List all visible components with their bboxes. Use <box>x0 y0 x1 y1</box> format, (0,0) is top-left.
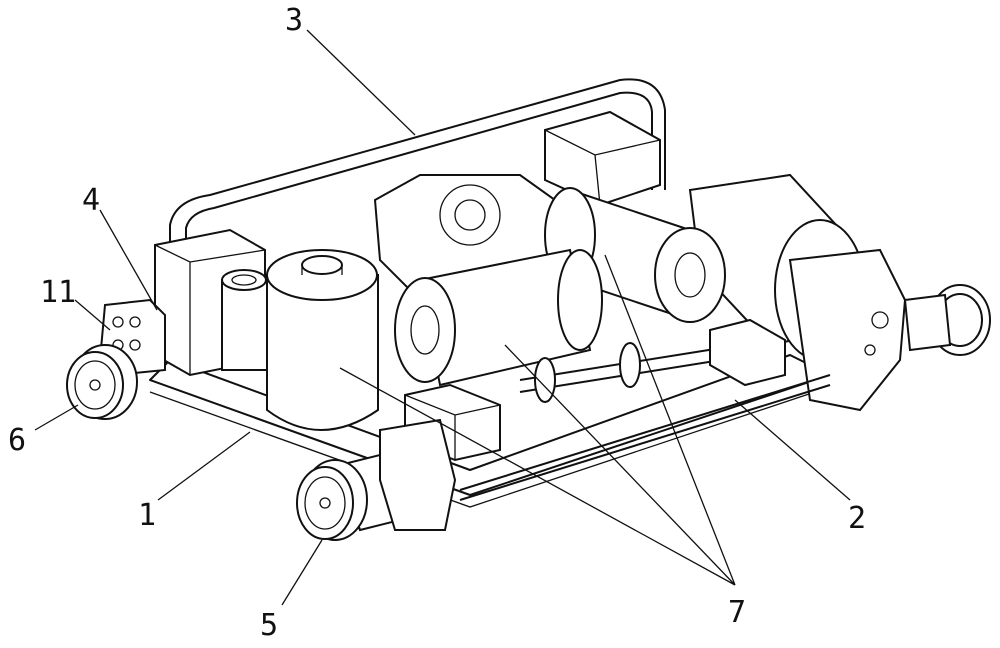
small-cylinder <box>222 270 267 370</box>
label-2: 2 <box>848 501 866 536</box>
wheel-5 <box>297 420 455 540</box>
label-3: 3 <box>285 3 303 38</box>
label-7: 7 <box>728 595 746 630</box>
label-4: 4 <box>82 183 100 218</box>
wheel-right <box>905 285 990 355</box>
label-1: 1 <box>138 498 156 533</box>
tank <box>267 250 378 430</box>
label-5: 5 <box>260 608 278 643</box>
wheel-6 <box>67 345 137 419</box>
label-6: 6 <box>8 423 26 458</box>
label-11: 11 <box>40 275 76 310</box>
